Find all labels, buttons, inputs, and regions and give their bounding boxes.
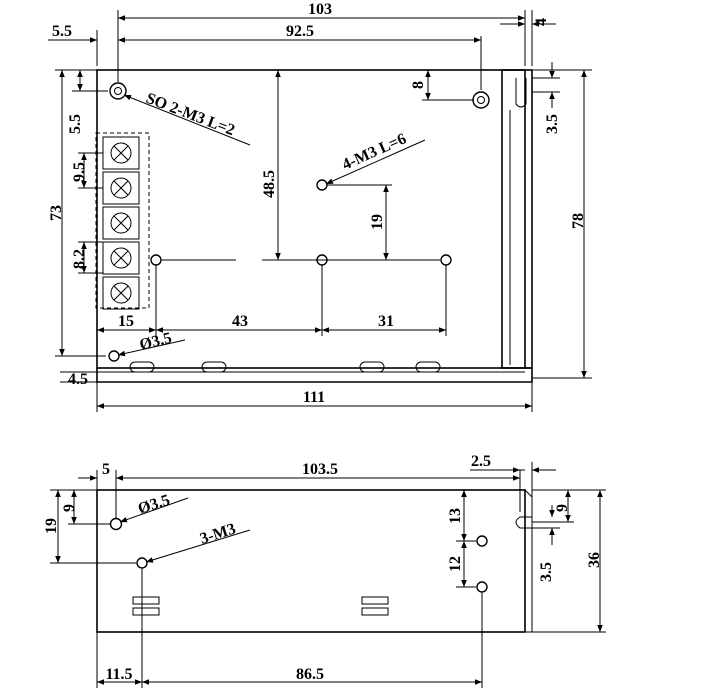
side-hole <box>109 517 123 531</box>
flange-slot <box>415 361 441 373</box>
dim-5-5-top: 5.5 <box>52 23 72 40</box>
dim-4-5: 4.5 <box>68 371 88 388</box>
dim-3-5-right: 3.5 <box>544 114 561 134</box>
note-hole-3-5-top: Ø3.5 <box>138 330 174 354</box>
flange-slot <box>359 361 385 373</box>
flange-slot <box>129 361 155 373</box>
dim-15: 15 <box>118 313 134 330</box>
dim-36: 36 <box>586 552 603 568</box>
mount-hole <box>108 350 120 362</box>
side-view-outline <box>96 489 526 633</box>
dim-5: 5 <box>102 461 110 478</box>
dim-86-5: 86.5 <box>296 666 324 683</box>
so-hole <box>109 82 127 100</box>
dim-19-side: 19 <box>43 518 60 534</box>
m3-hole <box>440 254 452 266</box>
right-flange-slot <box>515 78 527 108</box>
dim-5-5-left: 5.5 <box>67 114 84 134</box>
dim-19: 19 <box>369 214 386 230</box>
dim-2-5: 2.5 <box>471 453 491 470</box>
dim-8-2: 8.2 <box>71 249 88 269</box>
dim-9-left: 9 <box>61 504 78 512</box>
top-view-outline <box>96 69 526 369</box>
dim-103-5: 103.5 <box>302 461 338 478</box>
note-hole-3-5-side: Ø3.5 <box>136 492 172 518</box>
vent-marks <box>132 596 389 616</box>
m3-hole <box>150 254 162 266</box>
dim-73: 73 <box>48 205 65 221</box>
dim-13: 13 <box>447 508 464 524</box>
dim-111: 111 <box>303 389 325 406</box>
dim-92-5: 92.5 <box>286 23 314 40</box>
dim-8: 8 <box>410 81 427 89</box>
dim-4: 4 <box>533 18 550 26</box>
bottom-flange <box>96 367 533 383</box>
note-so-2-m3: SO 2-M3 L=2 <box>144 90 237 139</box>
note-3-m3: 3-M3 <box>198 520 238 547</box>
m3-hole <box>316 179 328 191</box>
dim-9-5: 9.5 <box>71 162 88 182</box>
top-view: 103 92.5 5.5 4 8 3.5 78 73 <box>48 1 592 412</box>
dim-78: 78 <box>570 213 587 229</box>
terminal-block <box>95 132 150 309</box>
dim-9-right: 9 <box>554 504 571 512</box>
terminal-screws <box>102 136 140 310</box>
dim-31: 31 <box>378 313 394 330</box>
dim-43: 43 <box>232 313 248 330</box>
dim-48-5: 48.5 <box>261 170 278 198</box>
dim-103: 103 <box>308 1 332 18</box>
side-m3-hole <box>476 535 488 547</box>
side-m3-hole <box>136 557 148 569</box>
so-hole <box>472 91 490 109</box>
dim-3-5-side: 3.5 <box>538 562 555 582</box>
side-view: 5 103.5 2.5 19 9 13 12 9 <box>43 453 606 688</box>
dim-12: 12 <box>447 556 464 572</box>
side-slot <box>515 516 532 529</box>
side-m3-hole <box>476 581 488 593</box>
flange-slot <box>201 361 227 373</box>
right-flange <box>501 69 533 369</box>
dim-11-5: 11.5 <box>105 666 132 683</box>
